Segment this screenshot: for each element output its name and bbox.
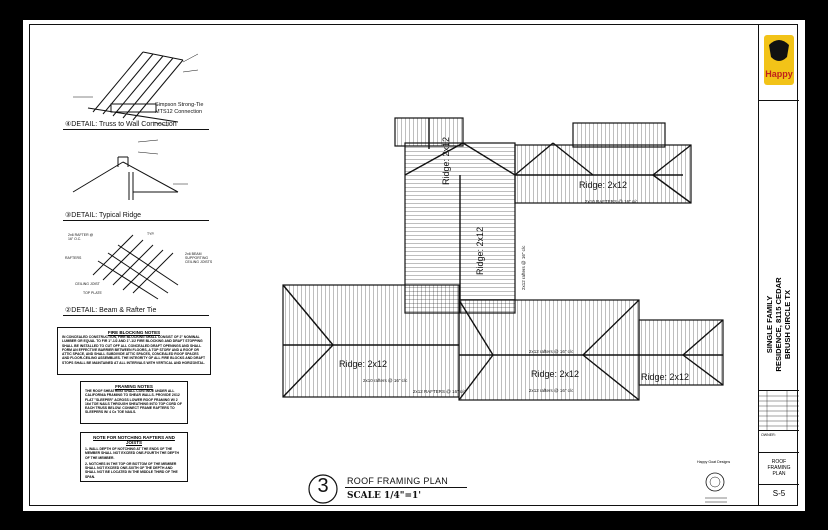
detail-2-label-3: 2x6 BEAM SUPPORTING CEILING JOISTS (185, 252, 213, 264)
detail-3-drawing (72, 139, 188, 200)
detail-4-callout: Simpson Strong-Tie MTS12 Connection (155, 102, 204, 115)
ridge-label-5: Ridge: 2x12 (641, 372, 689, 382)
ridge-label-4: Ridge: 2x12 (531, 369, 579, 379)
sheet-border (29, 24, 798, 506)
rafter-note-4: 2x12 rafters @ 16" c/c (529, 388, 574, 393)
logo-icon: Happy (764, 35, 794, 85)
detail-3-title: ③DETAIL: Typical Ridge (65, 212, 142, 219)
detail-2-label-5: TOP PLATE (83, 291, 102, 295)
notching-heading: NOTE FOR NOTCHING RAFTERS AND JOISTS (93, 435, 175, 445)
roof-framing-plan: Ridge: 2x12 Ridge: 2x12 Ridge: 2x12 Ridg… (282, 117, 724, 401)
owner-label: OWNER: (761, 433, 776, 437)
rafter-note-3: 2x12 rafters @ 16" c/c (529, 349, 574, 354)
fire-blocking-text: IN CONCEALED CONSTRUCTION, FIRE BLOCKING… (62, 335, 206, 365)
project-title: SINGLE FAMILY RESIDENCE, 8115 CEDAR BRUS… (765, 277, 792, 372)
stamp-text: Happy Goat Designs (697, 460, 731, 464)
title-block: Happy SINGLE FAMILY RESIDENCE, 8115 CEDA… (758, 25, 799, 506)
detail-4-title: ④DETAIL: Truss to Wall Connection (65, 121, 177, 128)
rafter-note-5: 2x12 RAFTERS @ 16" c/c (413, 389, 466, 394)
drawing-sheet: Simpson Strong-Tie MTS12 Connection ④DET… (23, 20, 805, 511)
sheet-number-cell: S-5 (759, 485, 799, 506)
approval-stamp (705, 472, 727, 503)
notching-notes: NOTE FOR NOTCHING RAFTERS AND JOISTS 1- … (80, 432, 188, 482)
sheet-number: S-5 (772, 489, 786, 498)
framing-heading: FRAMING NOTES (115, 384, 153, 389)
ridge-label-3: Ridge: 2x12 (339, 359, 387, 369)
detail-2-drawing (92, 234, 179, 300)
notching-text-1: 1- WALL DEPTH OF NOTCHING AT THE ENDS OF… (85, 447, 179, 460)
revision-table (759, 391, 799, 431)
detail-2-label-2: TYP. (147, 232, 155, 236)
owner-cell: OWNER: (759, 431, 799, 453)
plan-title: ROOF FRAMING PLAN (347, 476, 449, 486)
detail-4-drawing (73, 51, 199, 127)
rafter-note-0: 2x10 RAFTERS @ 16" c/c (585, 199, 638, 204)
rafter-note-1: 2x12 rafters @ 16" c/c (521, 245, 526, 290)
plan-scale: SCALE 1/4"=1' (347, 491, 422, 501)
fire-blocking-notes: FIRE BLOCKING NOTES IN CONCEALED CONSTRU… (57, 327, 211, 375)
ridge-label-1: Ridge: 2x12 (475, 227, 485, 275)
ridge-label-2: Ridge: 2x12 (579, 180, 627, 190)
framing-notes: FRAMING NOTES THE ROOF SHEATHING SHALL C… (80, 381, 188, 424)
logo-cell: Happy (759, 25, 799, 101)
detail-2-label-4: CEILING JOIST (75, 282, 100, 286)
notching-text-2: 2- NOTCHES IN THE TOP OR BOTTOM OF THE M… (85, 461, 178, 479)
detail-2-title: ②DETAIL: Beam & Rafter Tie (65, 307, 157, 314)
detail-2-label-1: RAFTERS (65, 256, 82, 260)
sheet-title-cell: ROOF FRAMING PLAN (759, 453, 799, 485)
plan-number-circle (308, 474, 338, 504)
sheet-title: ROOF FRAMING PLAN (767, 459, 791, 477)
ridge-label-0: Ridge: 2x12 (441, 137, 451, 185)
plan-number: 3 (317, 475, 329, 497)
svg-text:Happy: Happy (765, 69, 793, 79)
fire-blocking-heading: FIRE BLOCKING NOTES (107, 330, 161, 335)
framing-text: THE ROOF SHEATHING SHALL CONTINUE UNDER … (85, 389, 182, 415)
detail-2-label-0: 2x6 RAFTER @ 16" O.C. (68, 233, 94, 241)
rafter-note-2: 2x10 rafters @ 16" c/c (363, 378, 408, 383)
project-cell: SINGLE FAMILY RESIDENCE, 8115 CEDAR BRUS… (759, 101, 799, 391)
